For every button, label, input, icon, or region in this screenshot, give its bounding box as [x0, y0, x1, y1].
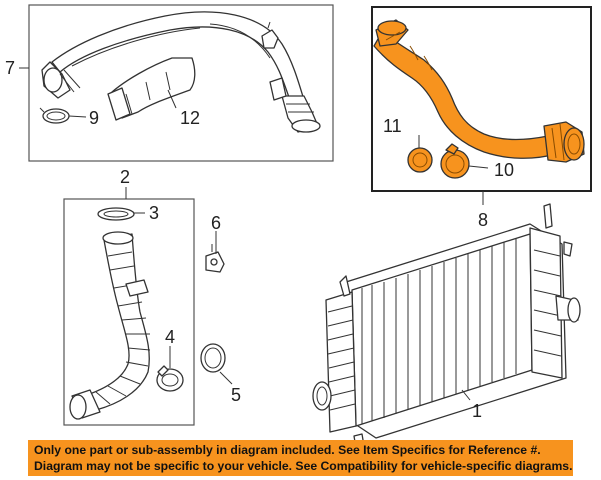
callout-labels: 7 9 12 11 10 8 2 3 6 4 5 1 — [5, 58, 514, 421]
callout-4: 4 — [165, 327, 175, 347]
group-2-frame — [63, 187, 195, 426]
part-1-intercooler[interactable] — [312, 203, 581, 449]
part-3-ring[interactable] — [97, 207, 135, 221]
callout-11: 11 — [383, 116, 402, 136]
callout-10: 10 — [494, 160, 514, 180]
part-9-clamp[interactable] — [39, 107, 70, 124]
part-7-inlet-duct[interactable] — [41, 11, 321, 133]
group-7-frame — [19, 4, 334, 162]
callout-12: 12 — [180, 108, 200, 128]
callout-8: 8 — [478, 210, 488, 230]
part-11-clamp[interactable] — [407, 147, 433, 173]
part-2-hose-assembly[interactable] — [69, 231, 151, 420]
disclaimer-line-2: Diagram may not be specific to your vehi… — [34, 459, 573, 473]
callout-7: 7 — [5, 58, 15, 78]
part-10-clamp[interactable] — [440, 143, 470, 179]
part-8-charge-air-hose[interactable] — [373, 19, 585, 163]
disclaimer-line-1: Only one part or sub-assembly in diagram… — [34, 443, 541, 457]
callout-6: 6 — [211, 213, 221, 233]
part-5-seal[interactable] — [200, 343, 226, 373]
callout-3: 3 — [149, 203, 159, 223]
callout-2: 2 — [120, 167, 130, 187]
part-4-clamp[interactable] — [156, 365, 184, 392]
callout-9: 9 — [89, 108, 99, 128]
part-12-resonator[interactable] — [107, 57, 196, 121]
group-8-frame — [371, 6, 592, 205]
callout-1: 1 — [472, 401, 482, 421]
disclaimer-banner: Only one part or sub-assembly in diagram… — [28, 440, 573, 476]
callout-5: 5 — [231, 385, 241, 405]
leader-lines — [68, 89, 489, 401]
part-6-sensor[interactable] — [205, 244, 225, 273]
